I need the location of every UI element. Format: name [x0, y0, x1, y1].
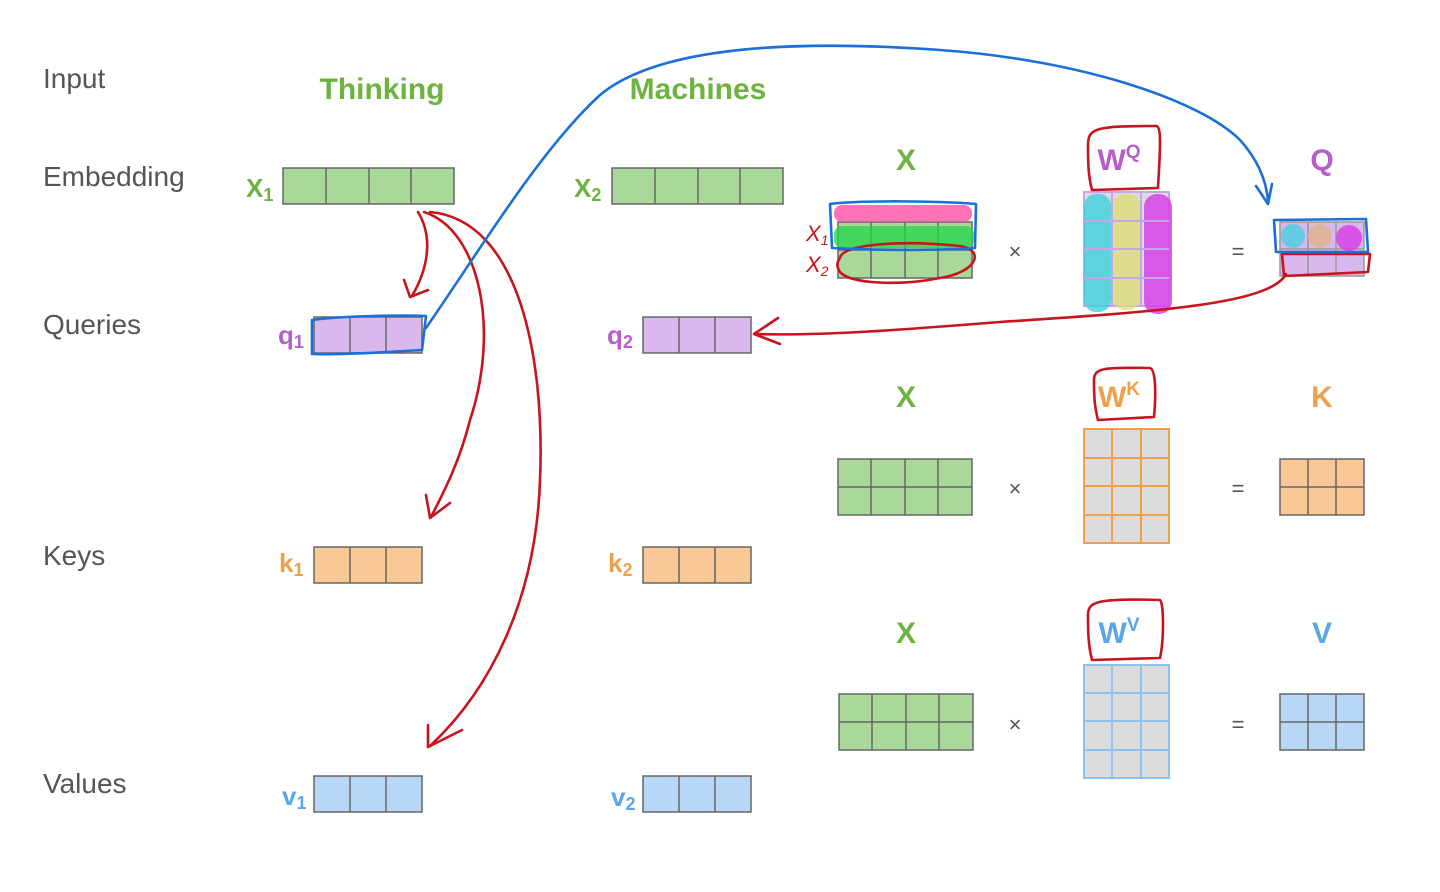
- vector-x2: [611, 167, 784, 205]
- red-annotations: [402, 124, 1372, 749]
- equals-k: =: [1232, 476, 1245, 501]
- label-v2: v2: [611, 782, 635, 814]
- box-q-row1: [1272, 217, 1370, 254]
- word-thinking: Thinking: [320, 73, 445, 106]
- vector-labels: X1 X2 q1 q2 k1 k2 v1 v2: [246, 173, 635, 814]
- row-label-keys: Keys: [43, 540, 105, 571]
- equals-q: =: [1232, 239, 1245, 264]
- vector-k1: [313, 546, 423, 584]
- highlight-green: [834, 226, 974, 248]
- matrix-x-k: [837, 458, 973, 516]
- matrix-x-q: [834, 205, 974, 279]
- col-cyan: [1084, 194, 1111, 312]
- blue-annotations: [310, 44, 1370, 356]
- box-wq: [1086, 124, 1162, 192]
- matrix-k: [1279, 458, 1365, 516]
- arrow-x1-to-q1: [410, 210, 429, 298]
- header-x-v: X: [896, 617, 916, 650]
- box-q-row2: [1280, 252, 1372, 278]
- arrowhead-k1: [424, 493, 452, 520]
- header-v: V: [1312, 617, 1332, 650]
- arrowhead-q: [1254, 182, 1274, 206]
- header-wq: WQ: [1097, 142, 1140, 177]
- row-label-values: Values: [43, 768, 127, 799]
- label-x2: X2: [574, 173, 601, 205]
- vector-v2: [642, 775, 752, 813]
- matrix-headers: X X X WQ WK WV Q K V: [896, 142, 1334, 650]
- box-x1-row: [828, 200, 978, 252]
- label-k1: k1: [279, 548, 303, 580]
- header-q: Q: [1310, 144, 1333, 177]
- vector-q2: [642, 316, 752, 354]
- box-wv: [1086, 598, 1165, 662]
- row-label-input: Input: [43, 63, 105, 94]
- hand-x2: X2: [805, 252, 829, 279]
- row-label-queries: Queries: [43, 309, 141, 340]
- header-x-q: X: [896, 144, 916, 177]
- label-q2: q2: [607, 320, 633, 352]
- vector-x1: [282, 167, 455, 205]
- equals-v: =: [1232, 712, 1245, 737]
- label-x1: X1: [246, 173, 273, 205]
- header-x-k: X: [896, 381, 916, 414]
- operators: × × × = = =: [1009, 239, 1245, 737]
- matrix-v: [1279, 693, 1365, 751]
- highlight-pink: [834, 205, 972, 222]
- header-k: K: [1311, 381, 1333, 414]
- header-wk: WK: [1098, 379, 1140, 414]
- matrix-wk: [1083, 428, 1170, 544]
- vector-k2: [642, 546, 752, 584]
- label-k2: k2: [608, 548, 632, 580]
- col-yellow: [1113, 194, 1140, 310]
- row-labels: Input Embedding Queries Keys Values: [43, 63, 185, 799]
- hand-x1: X1: [805, 221, 828, 248]
- header-wv: WV: [1098, 615, 1139, 650]
- matrix-x-v: [838, 693, 974, 751]
- arrow-x1-to-v1: [428, 210, 542, 748]
- vector-v1: [313, 775, 423, 813]
- arrow-x1-to-k1: [422, 210, 486, 517]
- arrow-q-to-q2: [754, 272, 1288, 336]
- times-k: ×: [1009, 476, 1022, 501]
- arrowhead-q1: [402, 278, 430, 299]
- handwritten-labels: X1 X2: [805, 221, 829, 279]
- input-words: Thinking Machines: [320, 73, 767, 106]
- matrix-q: [1279, 221, 1365, 277]
- box-wk: [1092, 366, 1157, 422]
- row-label-embedding: Embedding: [43, 161, 185, 192]
- matrix-wv: [1083, 664, 1170, 779]
- arrow-q1-to-q: [424, 44, 1270, 330]
- label-v1: v1: [282, 781, 306, 813]
- label-q1: q1: [278, 320, 304, 352]
- times-v: ×: [1009, 712, 1022, 737]
- vectors: [282, 167, 784, 813]
- arrowhead-v1: [426, 723, 464, 749]
- ellipse-x2-row: [836, 242, 976, 285]
- word-machines: Machines: [630, 73, 767, 106]
- vector-q1: [313, 316, 423, 354]
- col-magenta: [1144, 194, 1172, 314]
- box-q1: [310, 314, 428, 356]
- times-q: ×: [1009, 239, 1022, 264]
- matrix-wq: [1083, 191, 1172, 314]
- arrowhead-q2: [752, 316, 782, 346]
